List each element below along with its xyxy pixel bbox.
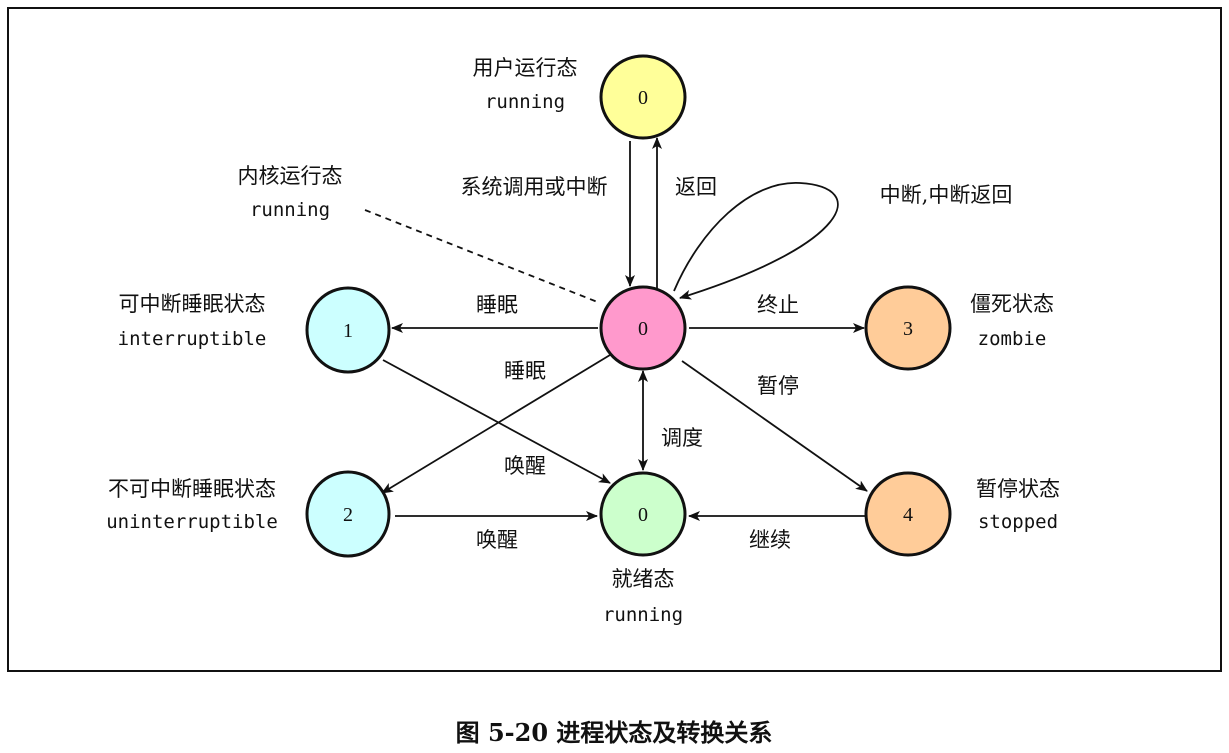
sublabel-ready: running (603, 604, 683, 626)
state-node-ready (599, 471, 687, 557)
label-ready: 就绪态 (612, 567, 675, 591)
state-node-interruptible (305, 286, 391, 374)
edge-label-sleep-uninterruptible: 睡眠 (504, 359, 546, 383)
edge-label-syscall: 系统调用或中断 (461, 175, 608, 199)
state-node-zombie (864, 285, 952, 371)
sublabel-zombie: zombie (978, 328, 1047, 350)
state-value-stopped: 4 (903, 504, 913, 526)
state-node-kernel-running (599, 285, 687, 371)
edge-label-continue: 继续 (749, 528, 791, 552)
state-node-user-running (599, 54, 687, 140)
edge-label-return: 返回 (675, 175, 717, 199)
label-uninterruptible: 不可中断睡眠状态 (108, 477, 276, 501)
state-value-user-running: 0 (638, 87, 648, 109)
label-kernel-running: 内核运行态 (238, 164, 343, 188)
edge-label-pause: 暂停 (757, 374, 799, 398)
state-value-ready: 0 (638, 504, 648, 526)
edge-pause-arrow (681, 360, 868, 492)
sublabel-uninterruptible: uninterruptible (106, 511, 278, 533)
sublabel-kernel-running: running (250, 199, 330, 221)
edge-kernel-pointer-dashed (364, 209, 601, 304)
edge-label-schedule: 调度 (661, 426, 703, 450)
sublabel-interruptible: interruptible (118, 328, 267, 350)
state-value-interruptible: 1 (343, 320, 353, 342)
sublabel-stopped: stopped (978, 511, 1058, 533)
edge-label-wakeup-interruptible: 唤醒 (504, 454, 546, 478)
label-zombie: 僵死状态 (970, 292, 1054, 316)
edge-label-sleep-interruptible: 睡眠 (476, 293, 518, 317)
edge-label-wakeup-uninterruptible: 唤醒 (476, 528, 518, 552)
figure-caption: 图 5-20 进程状态及转换关系 (456, 718, 773, 747)
state-node-uninterruptible (305, 470, 391, 558)
edge-wakeup-interruptible-arrow (382, 359, 611, 484)
state-value-zombie: 3 (903, 318, 913, 340)
state-value-kernel-running: 0 (638, 318, 648, 340)
edge-label-terminate: 终止 (757, 293, 799, 317)
sublabel-user-running: running (485, 91, 565, 113)
edge-label-interrupt-loop: 中断,中断返回 (880, 183, 1013, 207)
edge-interrupt-loop-arrow (673, 182, 839, 300)
label-interruptible: 可中断睡眠状态 (119, 292, 266, 316)
label-user-running: 用户运行态 (473, 56, 578, 80)
state-value-uninterruptible: 2 (343, 504, 353, 526)
label-stopped: 暂停状态 (976, 477, 1060, 501)
diagram-frame (7, 7, 1222, 672)
edge-sleep-uninterruptible-arrow (381, 354, 611, 494)
state-node-stopped (864, 471, 952, 557)
